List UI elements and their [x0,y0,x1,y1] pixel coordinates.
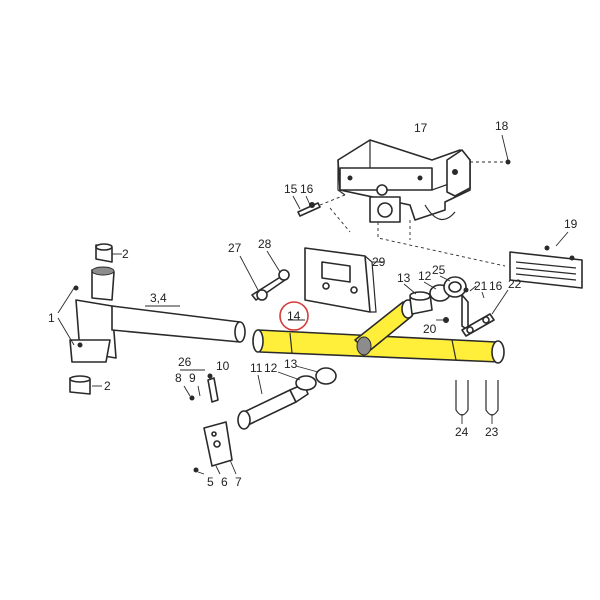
label-22: 22 [508,277,522,291]
label-7: 7 [235,475,242,489]
label-15: 15 [284,182,298,196]
label-26: 26 [178,355,192,369]
part-5-6-7-bracket [193,421,237,475]
part-3-4-arm-tube [111,305,246,343]
label-19: 19 [564,217,578,231]
label-16-right: 16 [489,279,503,293]
part-11-12-13-kingpin [237,365,337,430]
label-12-left: 12 [264,361,278,375]
label-16-top: 16 [300,182,314,196]
label-20: 20 [423,322,437,336]
label-27: 27 [228,241,242,255]
part-8-9-10-26-lever [180,369,219,403]
callout-labels: 1 2 2 3,4 5 6 7 8 9 10 26 11 12 13 14 15… [48,119,578,489]
assembly-lines [329,207,506,267]
label-3-4: 3,4 [150,291,167,305]
label-2-top: 2 [122,247,129,261]
label-1: 1 [48,311,55,325]
label-18: 18 [495,119,509,133]
label-25: 25 [432,263,446,277]
part-23-24-u-bolts [455,380,499,424]
label-12-right: 12 [418,269,432,283]
label-13-left: 13 [284,357,298,371]
label-17: 17 [414,121,428,135]
part-15-16-bolt-washer [292,194,346,217]
part-19-plate [509,231,583,289]
part-22-link [461,289,509,337]
label-23: 23 [485,425,499,439]
label-9: 9 [189,371,196,385]
part-18-bolt [470,134,511,165]
label-21: 21 [474,279,488,293]
part-1-2-tie-rod-end [57,243,122,395]
label-2-bottom: 2 [104,379,111,393]
part-29-plate [304,247,384,313]
label-5: 5 [207,475,214,489]
label-14: 14 [287,309,301,323]
part-17-bracket-frame [337,139,471,223]
label-29: 29 [372,255,386,269]
part-13-25-bushings [403,275,467,315]
label-10: 10 [216,359,230,373]
label-6: 6 [221,475,228,489]
label-24: 24 [455,425,469,439]
label-28: 28 [258,237,272,251]
label-8: 8 [175,371,182,385]
label-13-right: 13 [397,271,411,285]
part-14-callout-circle [279,301,309,331]
part-27-28-bolt [239,250,290,301]
label-11: 11 [250,361,263,375]
